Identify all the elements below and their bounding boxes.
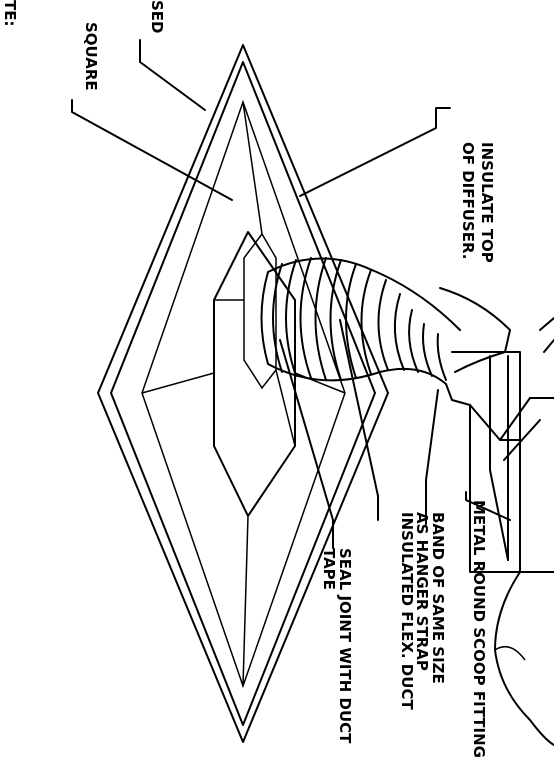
scoop-fitting-label: METAL ROUND SCOOP FITTING: [470, 500, 488, 758]
scoop-fitting: [445, 317, 554, 746]
insulate-label-line1: INSULATE TOP: [478, 142, 496, 263]
annotations: TE: SED SQUARE INSULATE TOP OF DIFFUSER.…: [1, 0, 496, 758]
band-label-line2: AS HANGER STRAP: [413, 512, 431, 671]
seal-label-line2: TAPE: [320, 548, 338, 590]
band-label-line3: INSULATED FLEX. DUCT: [398, 512, 416, 710]
seal-label-line1: SEAL JOINT WITH DUCT: [336, 548, 354, 744]
insulate-label-line2: OF DIFFUSER.: [459, 142, 477, 260]
band-label-line1: BAND OF SAME SIZE: [429, 512, 447, 684]
diffuser-neck-plate: [141, 101, 346, 687]
sed-label: SED: [148, 0, 166, 34]
leader-lines: [71, 39, 511, 549]
note-label: TE:: [1, 0, 19, 26]
flex-duct: [260, 257, 511, 385]
square-label: SQUARE: [82, 22, 100, 91]
